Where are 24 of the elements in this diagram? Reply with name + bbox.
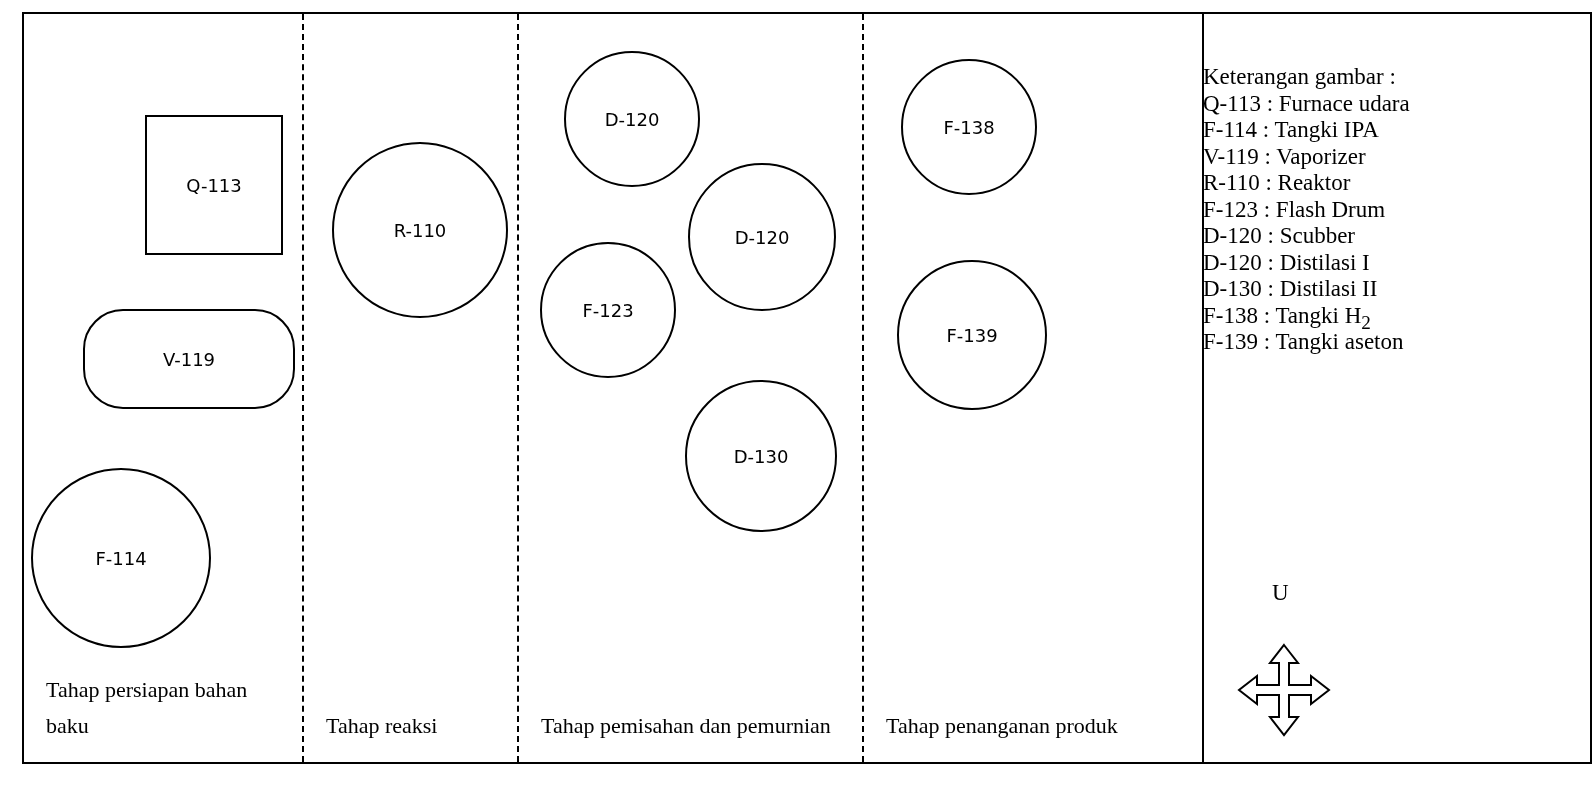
equipment-circle: D-120 (688, 163, 836, 311)
furnace-box: Q-113 (145, 115, 283, 255)
legend-heading: Keterangan gambar : (1203, 64, 1396, 90)
compass-letter: U (1272, 580, 1289, 606)
equipment-circle: F-123 (540, 242, 676, 378)
zone-label: Tahap persiapan bahan baku (46, 676, 249, 740)
legend-entry: D-130 : Distilasi II (1203, 276, 1378, 302)
zone-label: Tahap pemisahan dan pemurnian (541, 712, 832, 740)
legend-entry: D-120 : Scubber (1203, 223, 1356, 249)
equipment-circle: D-130 (685, 380, 837, 532)
zone-label: Tahap penanganan produk (886, 712, 1119, 740)
equipment-circle: F-114 (31, 468, 211, 648)
legend-entry: V-119 : Vaporizer (1203, 143, 1366, 170)
legend-entry: F-123 : Flash Drum (1203, 196, 1386, 223)
vaporizer-vessel: V-119 (83, 309, 295, 409)
equipment-circle: F-139 (897, 260, 1047, 410)
equipment-circle: F-138 (901, 59, 1037, 195)
legend-entry: R-110 : Reaktor (1203, 170, 1351, 196)
legend-entry: D-120 : Distilasi I (1203, 249, 1370, 276)
equipment-circle: R-110 (332, 142, 508, 318)
equipment-circle: D-120 (564, 51, 700, 187)
zone-label: Tahap reaksi (326, 712, 439, 740)
legend-entry: F-114 : Tangki IPA (1203, 117, 1379, 143)
legend-entry: Q-113 : Furnace udara (1203, 90, 1410, 117)
